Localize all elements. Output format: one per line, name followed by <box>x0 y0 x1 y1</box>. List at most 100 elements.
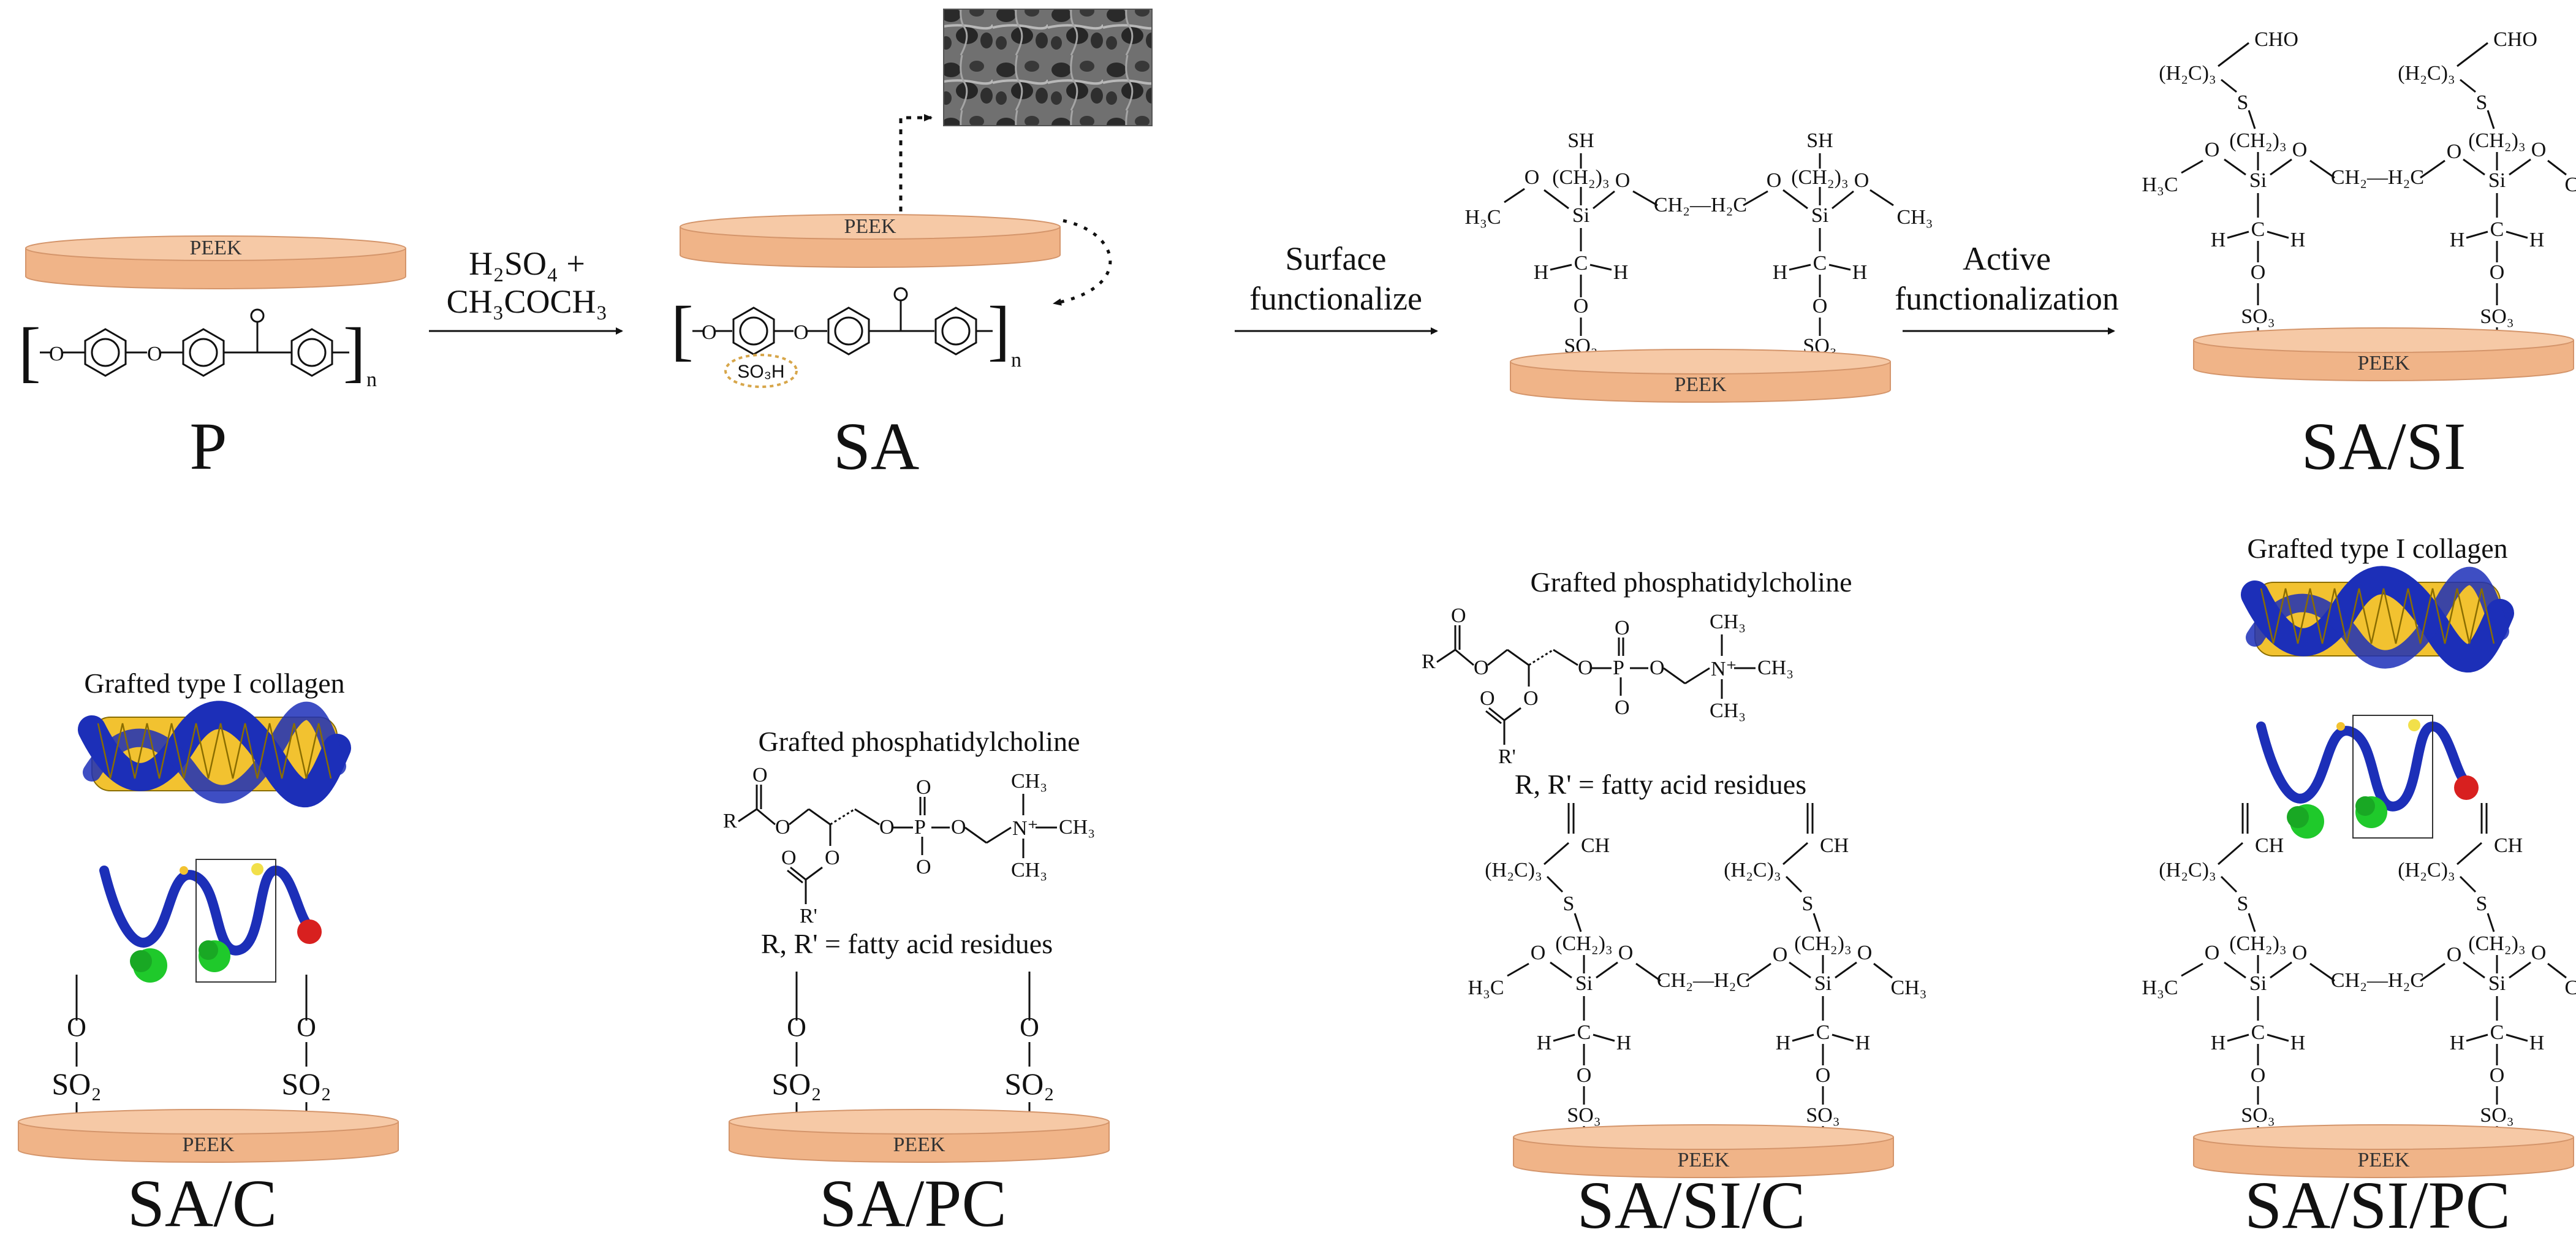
svg-text:CH₃: CH₃ <box>2564 173 2576 196</box>
svg-text:O: O <box>2531 139 2547 161</box>
svg-text:CH₃: CH₃ <box>1757 657 1794 679</box>
svg-text:O: O <box>775 816 790 839</box>
label-sa-si: SA/SI <box>2301 409 2466 484</box>
o-atom: O <box>702 321 717 344</box>
peek-label: PEEK <box>844 215 896 238</box>
svg-text:CH: CH <box>2494 834 2523 857</box>
collagen-strand-sa-si-pc <box>2261 715 2479 839</box>
svg-text:C: C <box>2490 1021 2504 1044</box>
label-p: P <box>189 409 227 484</box>
svg-text:O: O <box>1531 942 1546 964</box>
label-sa-pc: SA/PC <box>819 1166 1007 1237</box>
svg-text:H: H <box>2450 1032 2465 1054</box>
svg-text:R': R' <box>800 905 817 927</box>
svg-text:Si: Si <box>1814 972 1832 995</box>
bracket-left: [ <box>18 314 41 389</box>
label-sa: SA <box>833 409 920 484</box>
svg-text:(H₂C)₃: (H₂C)₃ <box>2398 62 2455 85</box>
svg-text:S: S <box>2237 893 2249 915</box>
svg-text:SO₃: SO₃ <box>2480 305 2513 328</box>
step3-line-1: Active <box>1963 240 2051 277</box>
svg-text:SO₂: SO₂ <box>771 1067 821 1101</box>
svg-text:O: O <box>1813 295 1828 318</box>
svg-text:Si: Si <box>1575 972 1593 995</box>
peek-disk-sa-si-c: PEEK <box>1513 1124 1894 1178</box>
svg-text:Si: Si <box>2488 169 2506 192</box>
peek-disk-sa: PEEK <box>680 214 1061 268</box>
svg-text:O: O <box>2292 139 2308 161</box>
dotted-arrow-sem <box>899 114 933 211</box>
svg-text:O: O <box>1451 604 1466 627</box>
silane-unit-right: SH (CH₂)₃ Si O O CH₃ C H H O SO₃ <box>1767 129 1933 368</box>
svg-text:H: H <box>1616 1032 1632 1054</box>
svg-text:H: H <box>1776 1032 1791 1054</box>
svg-text:C: C <box>1816 1021 1830 1044</box>
svg-text:O: O <box>1578 657 1593 679</box>
svg-text:SO₂: SO₂ <box>1004 1067 1054 1101</box>
svg-text:O: O <box>1615 617 1630 639</box>
svg-text:O: O <box>1525 166 1540 189</box>
svg-text:H: H <box>2529 1032 2545 1054</box>
svg-text:O: O <box>1474 657 1489 679</box>
svg-text:(H₂C)₃: (H₂C)₃ <box>1485 859 1542 881</box>
svg-text:H₃C: H₃C <box>2142 976 2178 999</box>
step3-line-2: functionalization <box>1895 280 2119 317</box>
svg-text:S: S <box>2476 893 2488 915</box>
label-sa-si-pc: SA/SI/PC <box>2245 1168 2510 1237</box>
linker-sa-pc-right: O SO₂ <box>1004 972 1055 1122</box>
dotted-arrow-polymer <box>1053 219 1112 306</box>
svg-text:CH₃: CH₃ <box>1059 816 1095 839</box>
peek-disk-si: PEEK <box>1510 349 1891 403</box>
svg-text:SO₂: SO₂ <box>281 1067 331 1101</box>
svg-text:SO₃: SO₃ <box>2241 1104 2275 1127</box>
aldehyde-unit-left: (H₂C)₃ CHO S (CH₂)₃ Si O H₃C O C H H O S… <box>2142 28 2307 343</box>
svg-text:C: C <box>1813 252 1827 275</box>
collagen-helix-sa-si-pc <box>2255 576 2500 660</box>
svg-text:SH: SH <box>1806 129 1833 152</box>
peek-monomer-p: [ O O ] n <box>18 308 377 391</box>
svg-text:O: O <box>2251 261 2266 284</box>
svg-text:O: O <box>2531 942 2547 964</box>
sem-image <box>943 9 1153 126</box>
bracket-right: ] <box>343 314 366 389</box>
svg-text:O: O <box>2490 261 2505 284</box>
collagen-helix-sa-c <box>92 711 337 794</box>
svg-text:(H₂C)₃: (H₂C)₃ <box>1724 859 1781 881</box>
svg-text:H: H <box>2211 229 2226 251</box>
phosphatidylcholine-sa-si-c: R O O O O R' O P O O O N⁺ CH₃ CH₃ <box>1422 604 1794 768</box>
n-subscript: n <box>366 368 377 391</box>
svg-text:Si: Si <box>2249 169 2267 192</box>
svg-text:H: H <box>2290 229 2306 251</box>
svg-text:O: O <box>2292 942 2308 964</box>
svg-text:S: S <box>1802 893 1814 915</box>
svg-text:O: O <box>1577 1064 1592 1087</box>
svg-text:SO₂: SO₂ <box>51 1067 101 1101</box>
svg-text:CH₃: CH₃ <box>1011 859 1047 881</box>
caption-fatty-sa-pc: R, R' = fatty acid residues <box>761 928 1053 959</box>
svg-text:O: O <box>825 847 840 869</box>
svg-text:(CH₂)₃: (CH₂)₃ <box>2468 129 2526 152</box>
svg-text:N⁺: N⁺ <box>1711 658 1737 680</box>
svg-text:O: O <box>916 776 931 799</box>
svg-text:O: O <box>752 764 768 786</box>
svg-text:SO₃: SO₃ <box>2241 305 2275 328</box>
peek-label: PEEK <box>1675 373 1727 396</box>
svg-text:H: H <box>1855 1032 1871 1054</box>
svg-text:O: O <box>1854 169 1869 192</box>
svg-text:H: H <box>2290 1032 2306 1054</box>
svg-text:O: O <box>2447 943 2462 966</box>
svg-text:O: O <box>1020 1012 1039 1042</box>
linker-sa-c-right: O SO₂ <box>281 975 331 1122</box>
svg-text:H₃C: H₃C <box>1468 976 1504 999</box>
reagent-line-1: H₂SO₄ + <box>469 245 585 282</box>
svg-text:SO₃: SO₃ <box>2480 1104 2513 1127</box>
svg-text:(H₂C)₃: (H₂C)₃ <box>2159 859 2216 881</box>
svg-text:(H₂C)₃: (H₂C)₃ <box>2398 859 2455 881</box>
svg-text:CH₂—H₂C: CH₂—H₂C <box>2331 969 2424 992</box>
svg-text:O: O <box>1618 942 1634 964</box>
aldehyde-structure-sa-si: (H₂C)₃ CHO S (CH₂)₃ Si O H₃C O C H H O S… <box>2142 28 2576 343</box>
svg-text:SO₃: SO₃ <box>1806 1104 1839 1127</box>
svg-text:O: O <box>1650 657 1665 679</box>
peek-label: PEEK <box>893 1133 945 1156</box>
